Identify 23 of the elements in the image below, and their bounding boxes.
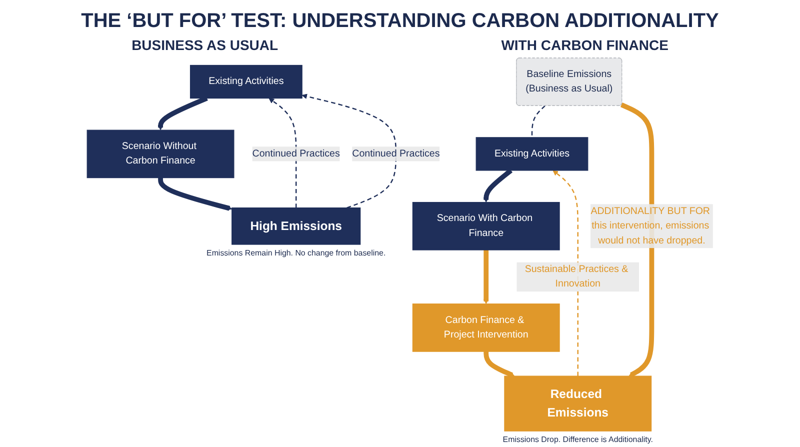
node-box: Carbon Finance & Project Intervention bbox=[412, 304, 560, 352]
arrow bbox=[158, 177, 232, 211]
arrow bbox=[158, 96, 208, 130]
node-box: Existing Activities bbox=[190, 64, 302, 99]
edge-label: Continued Practices bbox=[252, 148, 340, 159]
arrow bbox=[552, 170, 578, 376]
diagram-title: THE ‘BUT FOR’ TEST: UNDERSTANDING CARBON ADDITIONALITY bbox=[81, 10, 719, 33]
edge-label: Continued Practices bbox=[352, 148, 440, 159]
edge-label: ADDITIONALITY BUT FOR this intervention, emissions would not have dropped. bbox=[590, 206, 710, 246]
node-box: Scenario With Carbon Finance bbox=[412, 202, 560, 250]
node-box: Reduced Emissions bbox=[504, 376, 652, 432]
node-box: Scenario Without Carbon Finance bbox=[86, 130, 234, 178]
node-box: High Emissions bbox=[232, 207, 361, 245]
arrow bbox=[483, 250, 489, 304]
arrow bbox=[268, 98, 297, 208]
node-box: Existing Activities bbox=[476, 137, 588, 171]
section-heading: WITH CARBON FINANCE bbox=[501, 37, 668, 53]
arrow bbox=[302, 94, 397, 208]
arrow bbox=[484, 351, 515, 378]
connector bbox=[531, 105, 546, 138]
edge-label: Sustainable Practices & Innovation bbox=[524, 264, 628, 290]
arrow bbox=[483, 168, 512, 203]
section-heading: BUSINESS AS USUAL bbox=[132, 37, 278, 53]
